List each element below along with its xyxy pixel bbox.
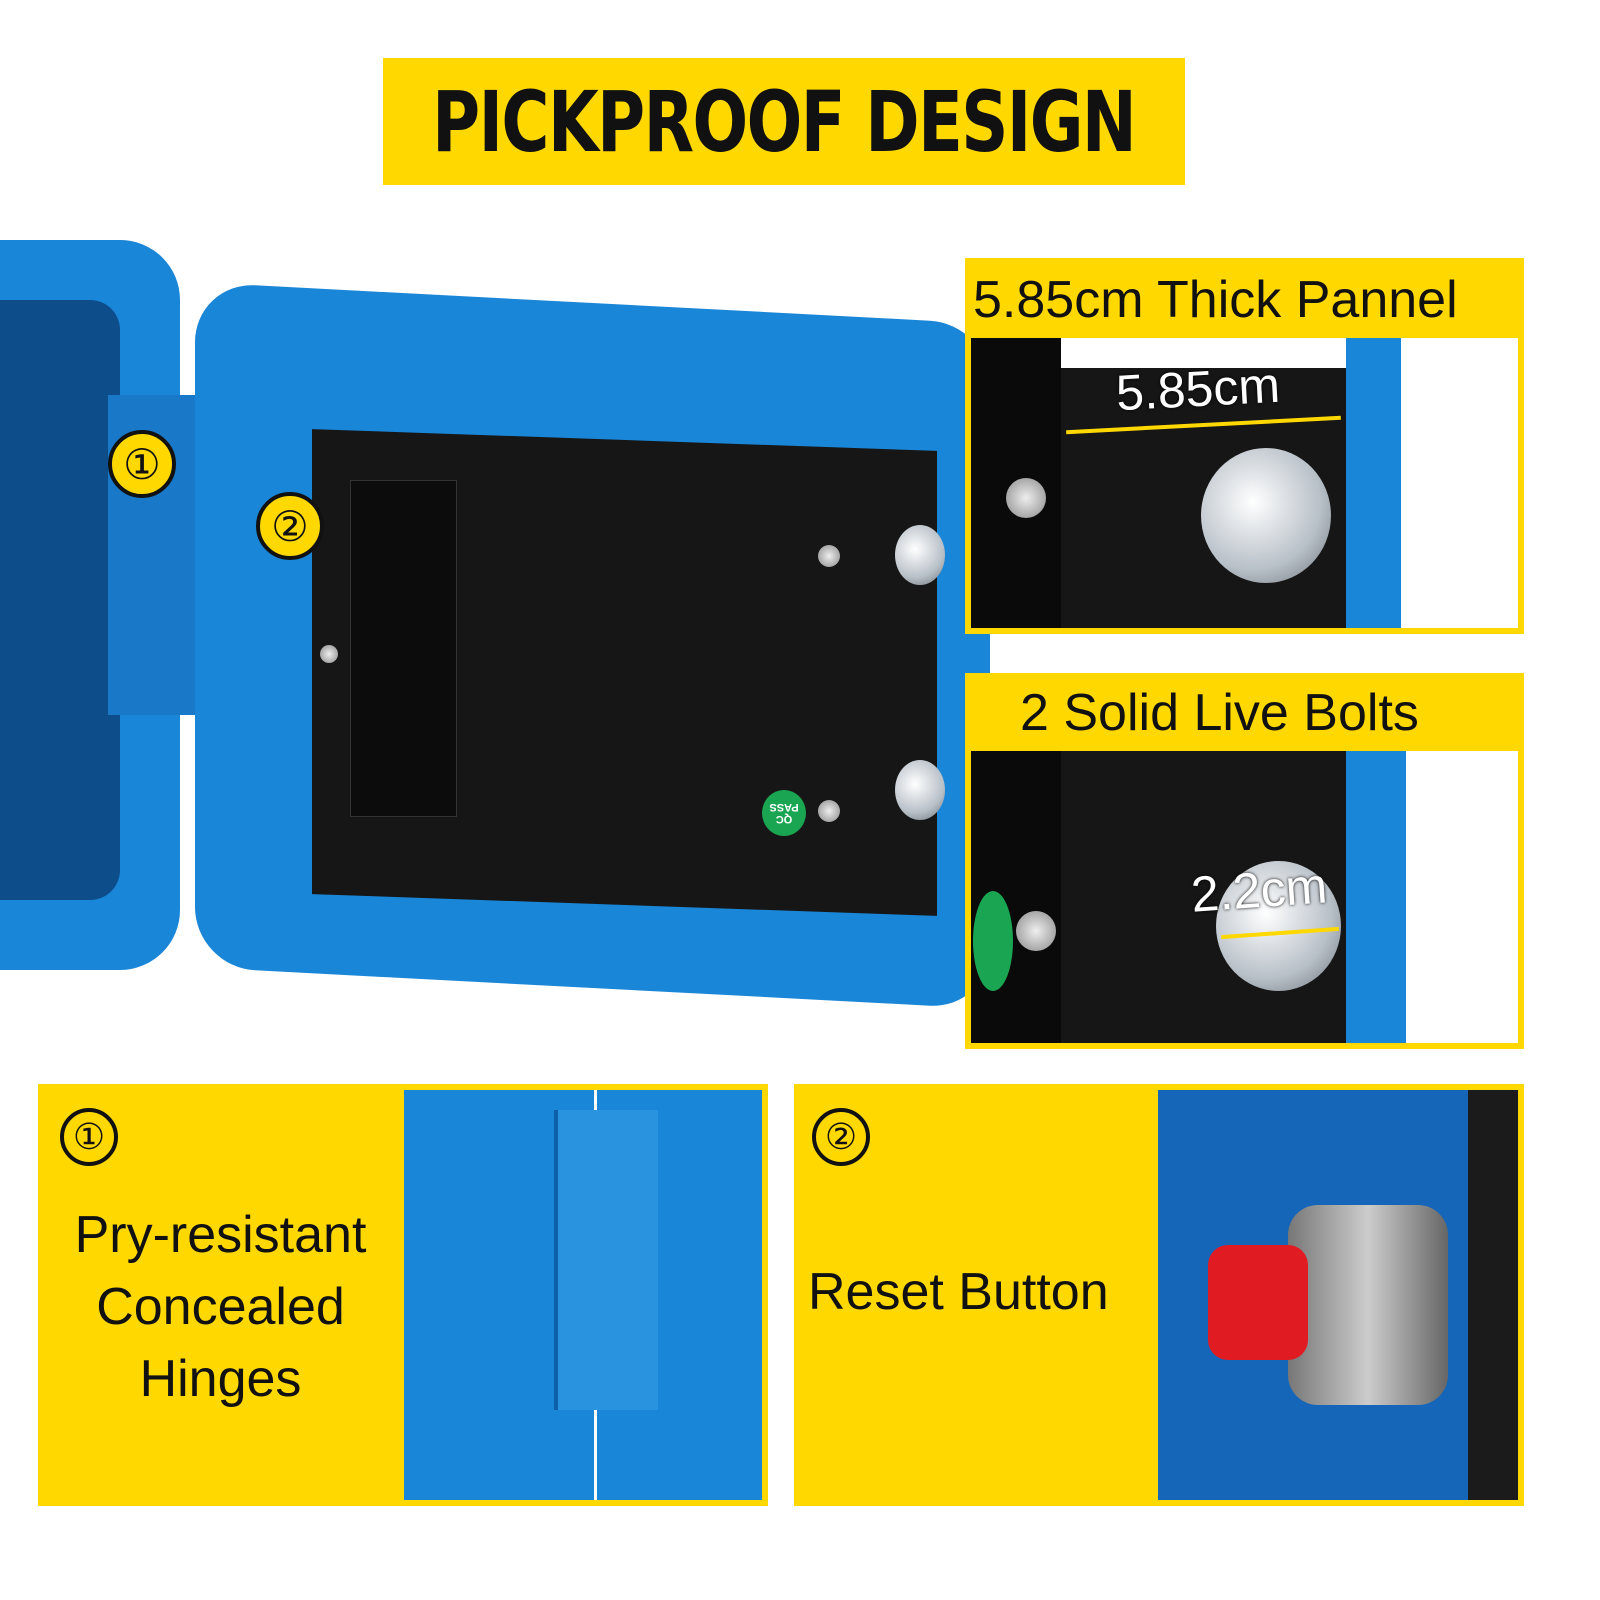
bolt (1216, 861, 1341, 991)
bolt (1201, 448, 1331, 583)
hinges-line: Hinges (139, 1350, 302, 1408)
screw (320, 645, 338, 663)
callout-one: ① (108, 430, 176, 498)
bolts-heading: 2 Solid Live Bolts (1020, 684, 1419, 742)
page-title: PICKPROOF DESIGN (432, 72, 1137, 171)
bolts-panel: 2 Solid Live Bolts 2.2cm (965, 673, 1524, 1049)
thickness-panel: 5.85cm Thick Pannel 5.85cm (965, 258, 1524, 634)
bolt (895, 525, 945, 585)
bolt (895, 760, 945, 820)
hinge-photo (404, 1090, 762, 1500)
hinges-line: Concealed (96, 1278, 345, 1336)
sticker-text: PASS (769, 801, 799, 813)
title-banner: PICKPROOF DESIGN (383, 58, 1185, 185)
thickness-heading: 5.85cm Thick Pannel (973, 271, 1458, 329)
sticker-text: QC (775, 813, 793, 825)
screw (818, 800, 840, 822)
reset-button (1208, 1245, 1308, 1360)
bolts-photo: 2.2cm (971, 751, 1518, 1043)
qc-pass-sticker: QC PASS (762, 790, 806, 836)
hinges-text: Pry-resistant Concealed Hinges (38, 1199, 403, 1415)
screw (818, 545, 840, 567)
callout-two: ② (256, 492, 324, 560)
reset-photo (1158, 1090, 1518, 1500)
thickness-photo: 5.85cm (971, 338, 1518, 628)
safe-interior (0, 300, 120, 900)
reset-number: ② (812, 1108, 870, 1166)
hinges-panel: ① Pry-resistant Concealed Hinges (38, 1084, 768, 1506)
hinges-line: Pry-resistant (74, 1206, 367, 1264)
reset-label: Reset Button (808, 1263, 1109, 1321)
hinges-number: ① (60, 1108, 118, 1166)
reset-panel: ② Reset Button (794, 1084, 1524, 1506)
thickness-measure: 5.85cm (1114, 356, 1282, 422)
battery-cover (350, 480, 457, 817)
bolt-measure: 2.2cm (1189, 857, 1329, 923)
